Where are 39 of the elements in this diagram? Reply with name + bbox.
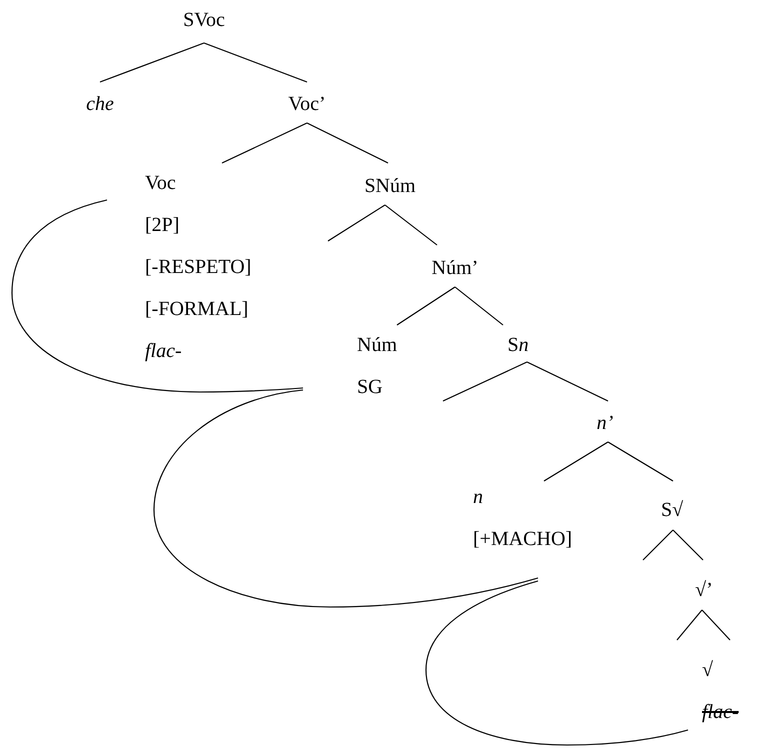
tree-branch (454, 286, 504, 326)
node-label: SVoc (183, 8, 225, 32)
tree-branch (672, 530, 704, 560)
node-label: [+MACHO] (473, 527, 572, 551)
node-label: flac- (145, 339, 182, 363)
tree-branch (306, 122, 388, 164)
movement-curve (425, 580, 688, 746)
tree-branch (100, 42, 204, 83)
node-label: Voc’ (288, 92, 326, 116)
node-label: [2P] (145, 213, 180, 237)
tree-branch (396, 286, 456, 326)
tree-branch (642, 530, 674, 560)
node-label: [-FORMAL] (145, 297, 248, 321)
node-label: flac- (702, 700, 739, 724)
node-label: n (473, 485, 483, 509)
node-label: Núm’ (432, 256, 478, 280)
node-label: [-RESPETO] (145, 255, 252, 279)
tree-branch (442, 362, 528, 402)
tree-branch (544, 442, 608, 482)
node-label: che (86, 92, 114, 116)
tree-branch (608, 442, 674, 482)
node-label: Voc (145, 171, 176, 195)
node-label: SNúm (364, 174, 416, 198)
tree-branch (526, 362, 608, 402)
tree-branch (702, 610, 730, 640)
tree-branch (328, 204, 386, 242)
node-label: Núm (357, 333, 397, 357)
movement-curve (11, 199, 304, 393)
movement-curve (153, 389, 538, 608)
node-label: √ (702, 658, 713, 682)
tree-branch (204, 42, 308, 83)
node-label: S√ (660, 498, 684, 522)
tree-branch (676, 610, 702, 640)
tree-branch (384, 204, 438, 246)
node-label: √’ (695, 578, 713, 602)
tree-branch (222, 122, 308, 164)
node-label: SG (357, 375, 383, 399)
node-label: n’ (596, 411, 614, 435)
node-label: Sn (507, 333, 529, 357)
